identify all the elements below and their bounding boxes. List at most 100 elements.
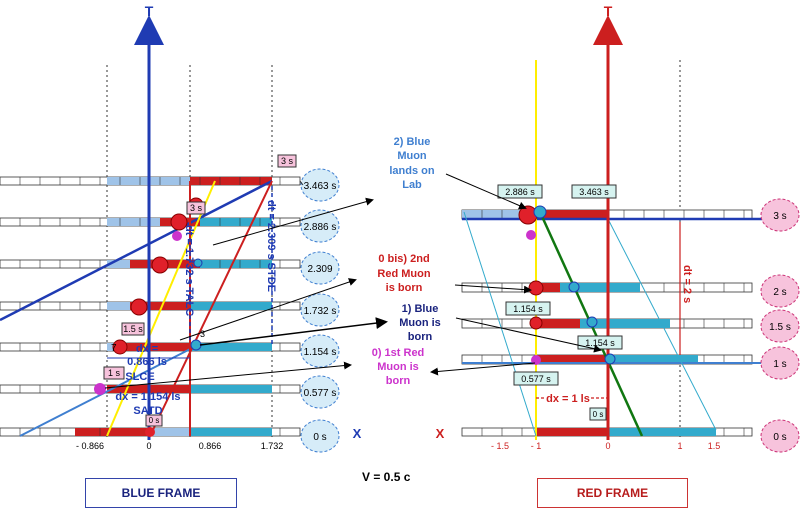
blue-frame-diagram: 3 s 3 s 1.5 s 1 s 0 s 7 3 dt = 1.732 s T… xyxy=(0,3,362,453)
blue-muon-worldline-2 xyxy=(19,343,201,437)
event-label-text: 0.577 s xyxy=(521,374,551,384)
small-label-text: 3 s xyxy=(190,203,203,213)
light-ray-yellow xyxy=(106,180,216,437)
time-bubble-label: 0 s xyxy=(773,432,786,443)
connector-arrow xyxy=(104,361,352,389)
event-dot xyxy=(529,316,543,330)
small-label-text: 1.5 s xyxy=(123,324,143,334)
small-label-0s: 0 s xyxy=(145,414,163,427)
dx-satd-code: SATD xyxy=(133,405,162,417)
blue-x-tick: 0 xyxy=(146,441,151,451)
connector-arrow xyxy=(199,317,388,346)
annotation-blue-born: 1) Blue xyxy=(402,303,439,315)
small-label-1s: 1 s xyxy=(103,366,125,380)
connector-arrow xyxy=(454,284,532,294)
event-label-0577: 0.577 s xyxy=(513,371,559,386)
event-dot xyxy=(533,205,547,219)
connector-arrow xyxy=(179,278,357,341)
dt-talc-label: dt = 1.732 s TALC xyxy=(183,225,195,316)
annotation-red-first: 0) 1st Red xyxy=(372,347,425,359)
red-frame-diagram: dt = 2 s dx = 1 ls 2.886 s 3.463 s 1.154… xyxy=(436,3,800,453)
light-ray-cyan-2 xyxy=(607,218,717,431)
event-label-3463: 3.463 s xyxy=(571,184,617,199)
event-dot xyxy=(190,339,202,351)
red-x-tick: 1.5 xyxy=(708,441,721,451)
small-label-text: 0 s xyxy=(149,416,160,425)
red-muon-worldline xyxy=(149,180,273,437)
event-label-text: 0 s xyxy=(593,410,604,419)
red-x-tick: 1 xyxy=(677,441,682,451)
red-t-axis-label: T xyxy=(604,3,613,19)
blue-muon-worldline xyxy=(0,179,273,322)
small-label-text: 3 s xyxy=(281,156,294,166)
time-bubble-label: 1.732 s xyxy=(304,306,337,317)
blue-frame-title: BLUE FRAME xyxy=(85,478,237,508)
blue-x-tick: 1.732 xyxy=(261,441,284,451)
red-time-bubbles: 3 s 2 s 1.5 s 1 s 0 s xyxy=(760,198,800,453)
annotation-blue-born: born xyxy=(408,331,433,343)
small-label-1-5s: 1.5 s xyxy=(121,322,145,336)
event-dot xyxy=(112,339,128,355)
event-label-1154a: 1.154 s xyxy=(505,301,551,316)
annotation-red-first: born xyxy=(386,375,411,387)
dx-satd-label: dx = 1.154 ls xyxy=(115,391,180,403)
annotation-red-second: 0 bis) 2nd xyxy=(378,253,429,265)
event-label-text: 3.463 s xyxy=(579,187,609,197)
blue-time-bubbles: 3.463 s 2.886 s 2.309 1.732 s 1.154 s 0.… xyxy=(299,168,340,453)
small-label-3s: 3 s xyxy=(186,201,206,215)
red-frame-title: RED FRAME xyxy=(537,478,688,508)
annotations: 2) Blue Muon lands on Lab 0 bis) 2nd Red… xyxy=(104,136,602,389)
blue-x-axis-label: X xyxy=(353,426,362,441)
connector-arrow xyxy=(212,197,374,246)
event-dot xyxy=(528,280,544,296)
time-bubble-label: 0 s xyxy=(313,432,326,443)
dx-label: dx = 1 ls xyxy=(546,393,590,405)
event-label-0s: 0 s xyxy=(589,407,607,421)
red-x-tick: - 1.5 xyxy=(491,441,509,451)
blue-t-axis-label: T xyxy=(145,3,154,19)
annotation-blue-lands: Lab xyxy=(402,179,422,191)
time-bubble-label: 3.463 s xyxy=(304,181,337,192)
event-dot xyxy=(193,258,203,268)
dt-stde-label: dt = 2.309 s STDE xyxy=(265,200,277,292)
connector-arrow xyxy=(445,173,527,210)
event-dot xyxy=(604,353,616,365)
event-dot xyxy=(526,230,536,240)
event-dot xyxy=(586,316,598,328)
annotation-blue-lands: 2) Blue xyxy=(394,136,431,148)
dx-slce-value: 0.866 ls xyxy=(127,356,167,368)
event-label-text: 1.154 s xyxy=(513,304,543,314)
blue-x-tick: 0.866 xyxy=(199,441,222,451)
small-label-text: 7 xyxy=(111,343,117,354)
time-bubble-label: 0.577 s xyxy=(304,388,337,399)
annotation-red-first: Muon is xyxy=(377,361,419,373)
annotation-blue-lands: Muon xyxy=(397,150,427,162)
time-bubble-label: 2.309 xyxy=(307,264,332,275)
event-dot xyxy=(531,355,541,365)
event-dot xyxy=(145,427,155,437)
small-label-text: 1 s xyxy=(108,368,121,378)
event-dot xyxy=(172,231,182,241)
small-label-text: 3 xyxy=(200,329,205,339)
event-dot xyxy=(94,383,106,395)
dt-label: dt = 2 s xyxy=(681,265,693,303)
event-label-2886: 2.886 s xyxy=(497,184,543,199)
time-bubble-label: 2.886 s xyxy=(304,222,337,233)
blue-x-tick: - 0.866 xyxy=(76,441,104,451)
event-dot xyxy=(568,281,580,293)
time-bubble-label: 3 s xyxy=(773,211,786,222)
dx-slce-code: SLCE xyxy=(125,371,154,383)
event-label-text: 2.886 s xyxy=(505,187,535,197)
time-bubble-label: 1 s xyxy=(773,359,786,370)
red-x-tick: 0 xyxy=(605,441,610,451)
time-bubble-label: 1.5 s xyxy=(769,322,791,333)
velocity-label: V = 0.5 c xyxy=(362,470,411,484)
small-label-3s-top: 3 s xyxy=(277,154,297,168)
annotation-blue-born: Muon is xyxy=(399,317,441,329)
red-x-axis-label: X xyxy=(436,426,445,441)
annotation-red-second: Red Muon xyxy=(377,268,430,280)
connector-arrow xyxy=(455,317,602,353)
time-bubble-label: 1.154 s xyxy=(304,347,337,358)
dx-slce-label: dx = xyxy=(136,343,158,355)
